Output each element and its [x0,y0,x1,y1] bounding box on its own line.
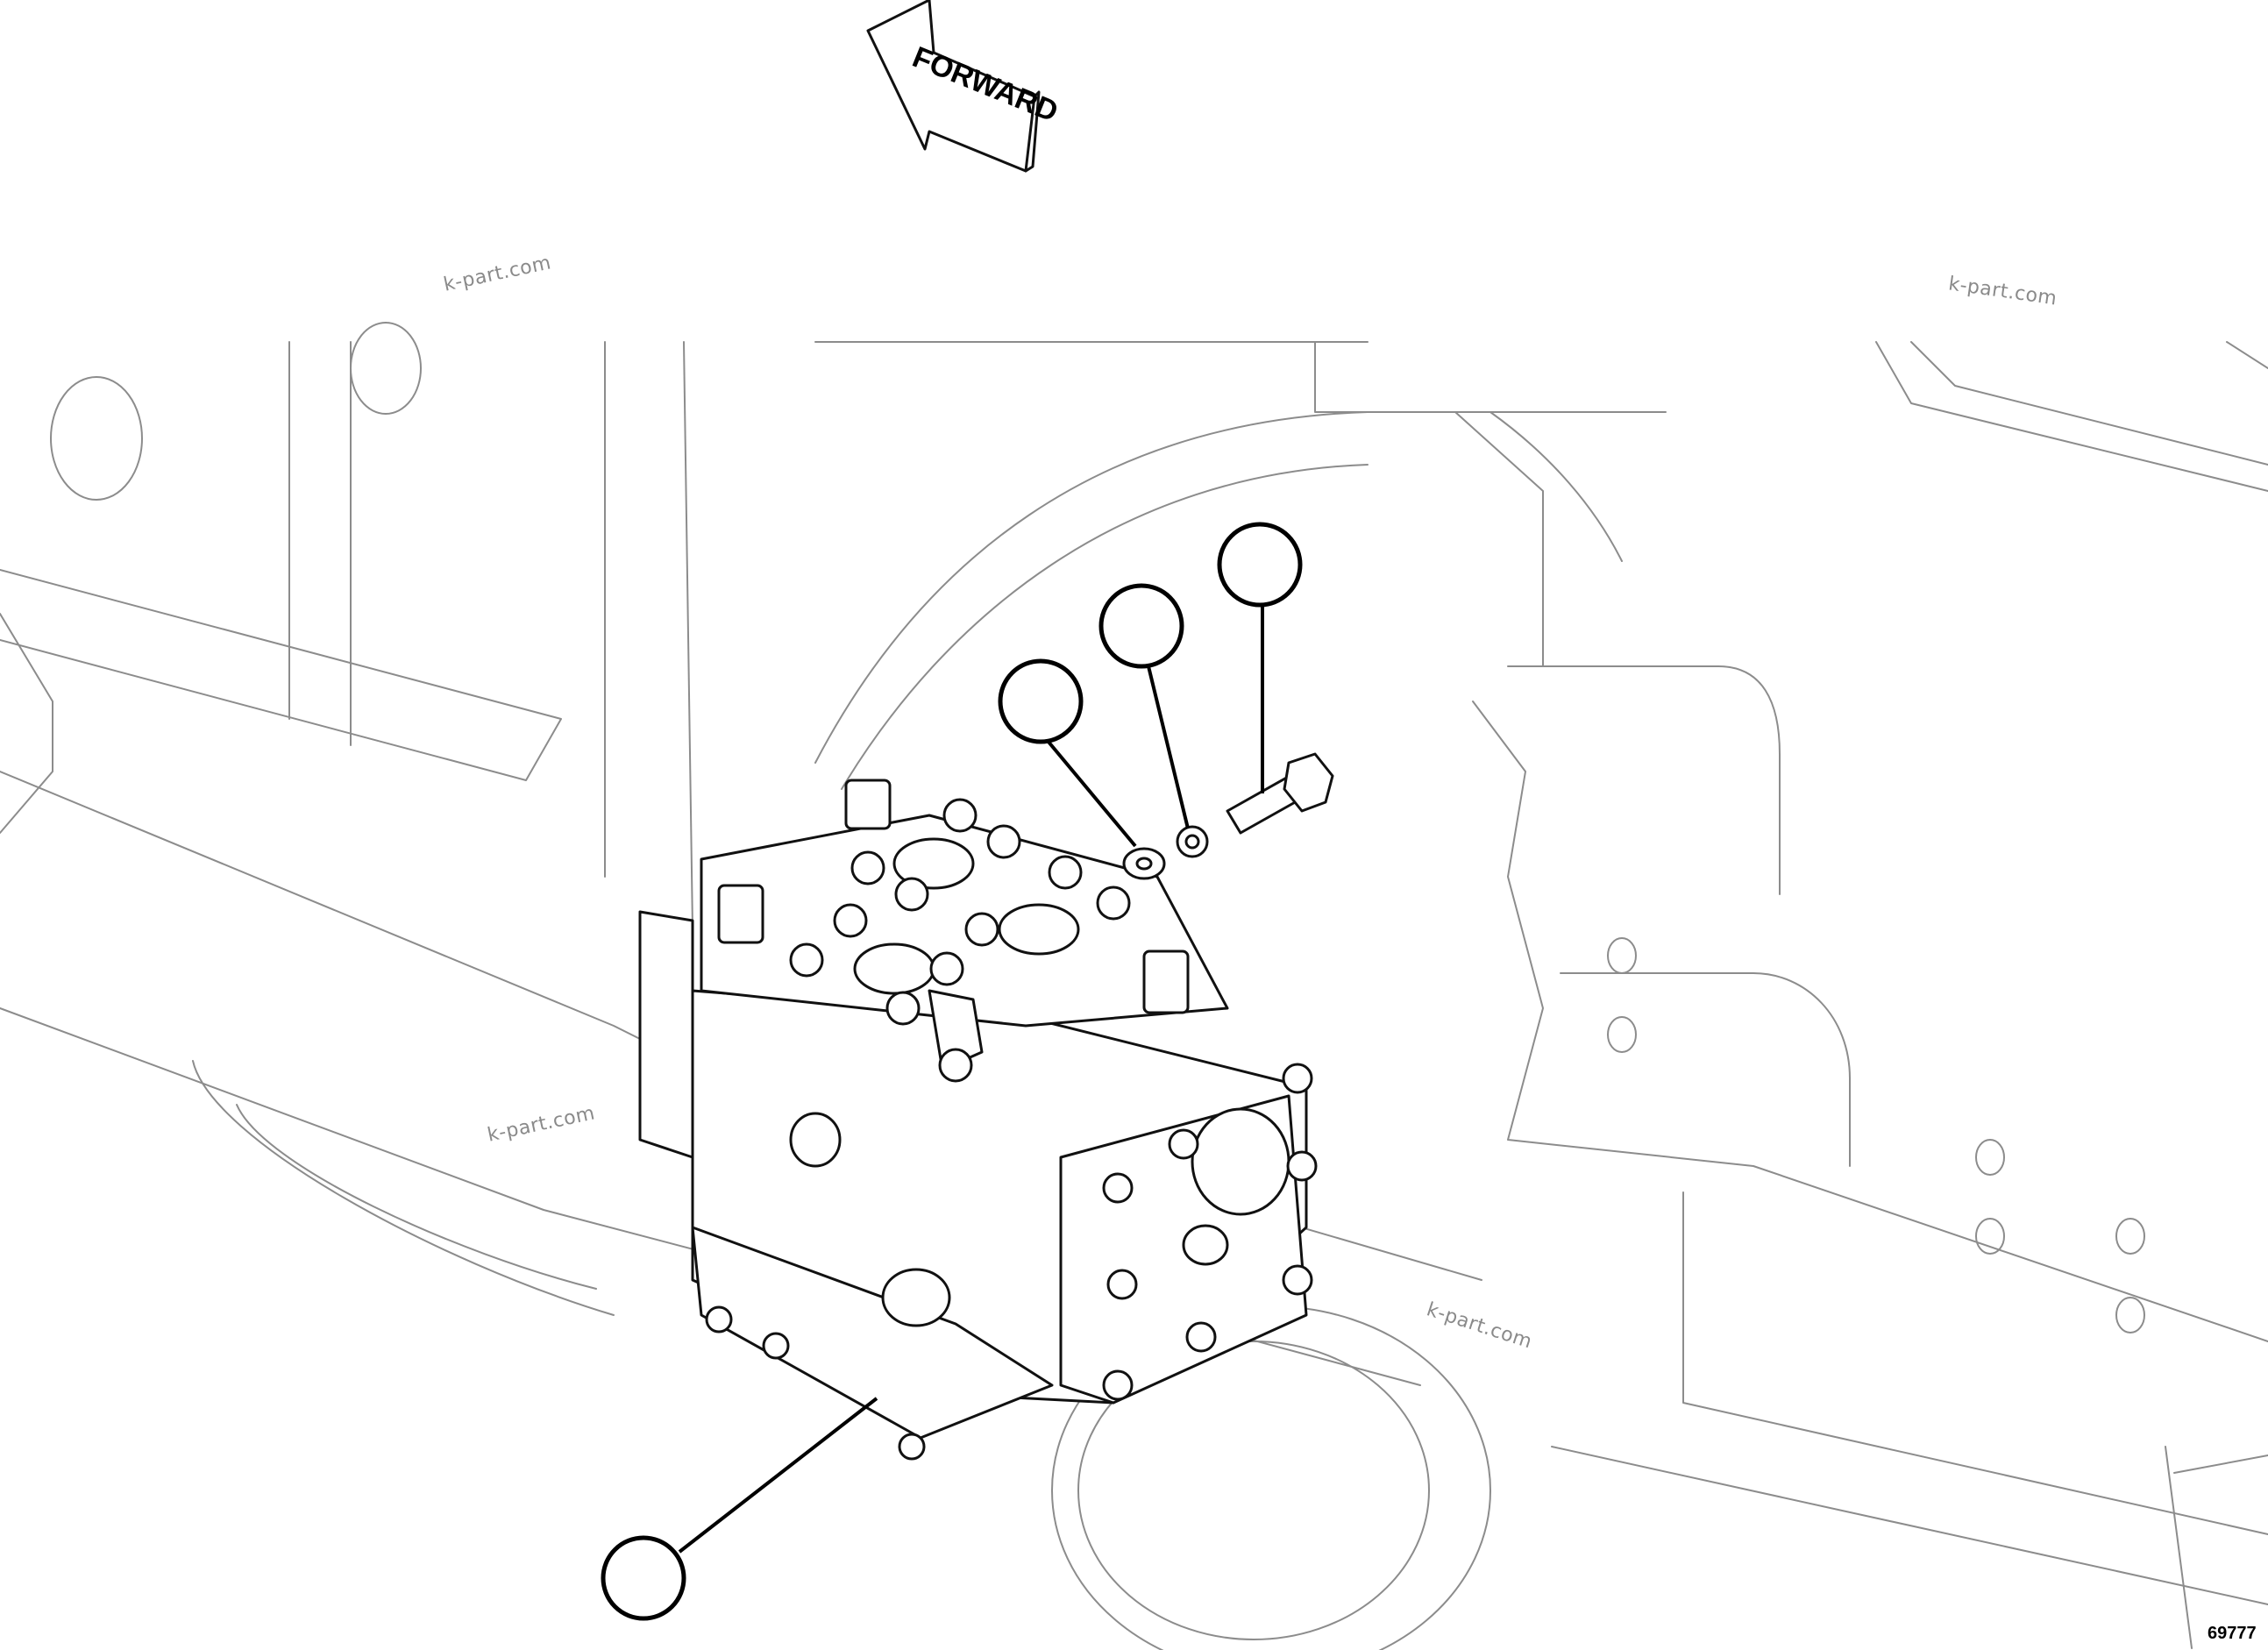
cap-screws [705,798,1318,1461]
forward-arrow: FORWARD [866,0,1063,173]
bolt-head [1283,752,1334,813]
figure-number: 69777 [2208,1624,2257,1643]
washer-1 [1122,847,1166,880]
washer-2 [1176,825,1209,858]
mounting-hardware [1122,752,1334,880]
callout-circle [1217,522,1303,608]
callout-circle [998,658,1084,744]
callout-circle [601,1535,686,1621]
callouts [601,522,1303,1621]
callout-circle [1098,583,1184,669]
chassis-frame [0,322,2268,1650]
hydraulic-pump [638,779,1318,1461]
